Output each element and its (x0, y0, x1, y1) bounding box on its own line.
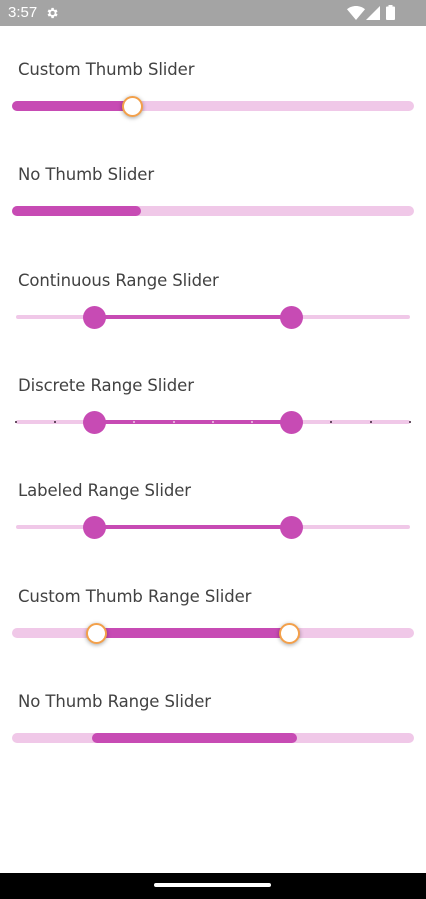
signal-icon (366, 6, 380, 20)
tick-mark (54, 421, 57, 423)
inactive-track (12, 206, 414, 216)
active-track (96, 628, 290, 638)
active-track (92, 733, 298, 743)
battery-icon (386, 5, 395, 20)
tick-mark (251, 421, 254, 423)
tick-mark (133, 421, 136, 423)
active-track (12, 101, 133, 111)
status-time: 3:57 (8, 4, 38, 21)
slider-label: No Thumb Slider (18, 165, 155, 184)
home-handle[interactable] (154, 883, 271, 887)
slider-label: Discrete Range Slider (18, 376, 194, 395)
tick-mark (409, 421, 411, 423)
range-thumb-end[interactable] (280, 410, 304, 434)
tick-mark (330, 421, 333, 423)
tick-mark (212, 421, 214, 423)
slider-label: No Thumb Range Slider (18, 692, 211, 711)
range-thumb-end[interactable] (280, 305, 304, 329)
active-track (12, 206, 141, 216)
tick-mark (369, 421, 372, 423)
gear-icon (47, 7, 58, 19)
active-track (94, 420, 292, 424)
range-thumb-end[interactable] (278, 622, 300, 644)
slider-thumb[interactable] (122, 95, 144, 117)
status-bar: 3:57 (0, 0, 426, 26)
range-thumb-start[interactable] (83, 410, 107, 434)
slider-label: Custom Thumb Slider (18, 60, 195, 79)
range-thumb-start[interactable] (83, 305, 107, 329)
range-thumb-start[interactable] (83, 515, 107, 539)
tick-mark (15, 421, 17, 423)
range-thumb-start[interactable] (85, 622, 107, 644)
slider-label: Labeled Range Slider (18, 481, 191, 500)
active-track (94, 315, 292, 319)
tick-mark (172, 421, 175, 423)
active-track (94, 525, 292, 529)
inactive-track (12, 101, 414, 111)
slider-label: Custom Thumb Range Slider (18, 587, 252, 606)
slider-label: Continuous Range Slider (18, 271, 219, 290)
navigation-bar (0, 873, 426, 899)
wifi-icon (347, 6, 365, 20)
range-thumb-end[interactable] (280, 515, 304, 539)
